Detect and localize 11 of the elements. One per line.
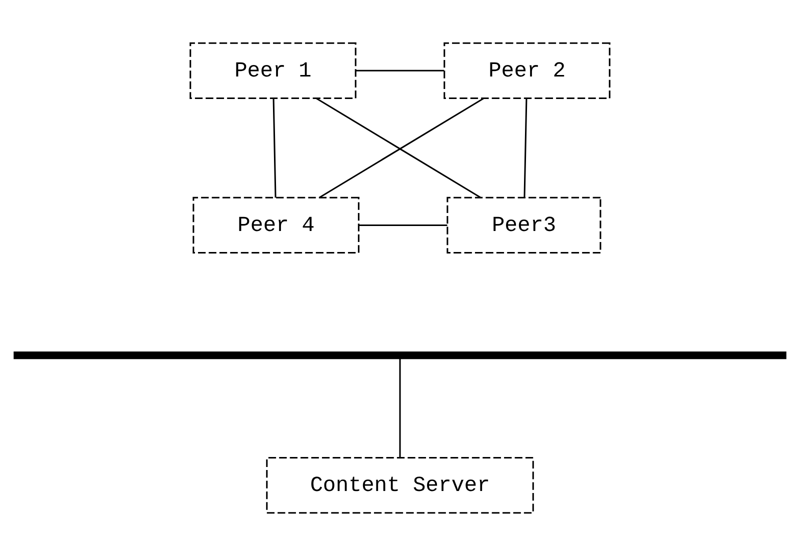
node-box: Content Server bbox=[266, 456, 534, 514]
connector bbox=[524, 98, 528, 198]
node-box: Peer 1 bbox=[190, 42, 356, 98]
connector bbox=[399, 358, 401, 457]
connector bbox=[358, 224, 448, 226]
node-box: Peer 4 bbox=[192, 196, 360, 254]
connector bbox=[356, 69, 444, 71]
node-bar bbox=[14, 350, 786, 359]
node-box: Peer 2 bbox=[444, 42, 610, 98]
connector bbox=[272, 98, 276, 198]
node-box: Peer3 bbox=[446, 196, 602, 254]
